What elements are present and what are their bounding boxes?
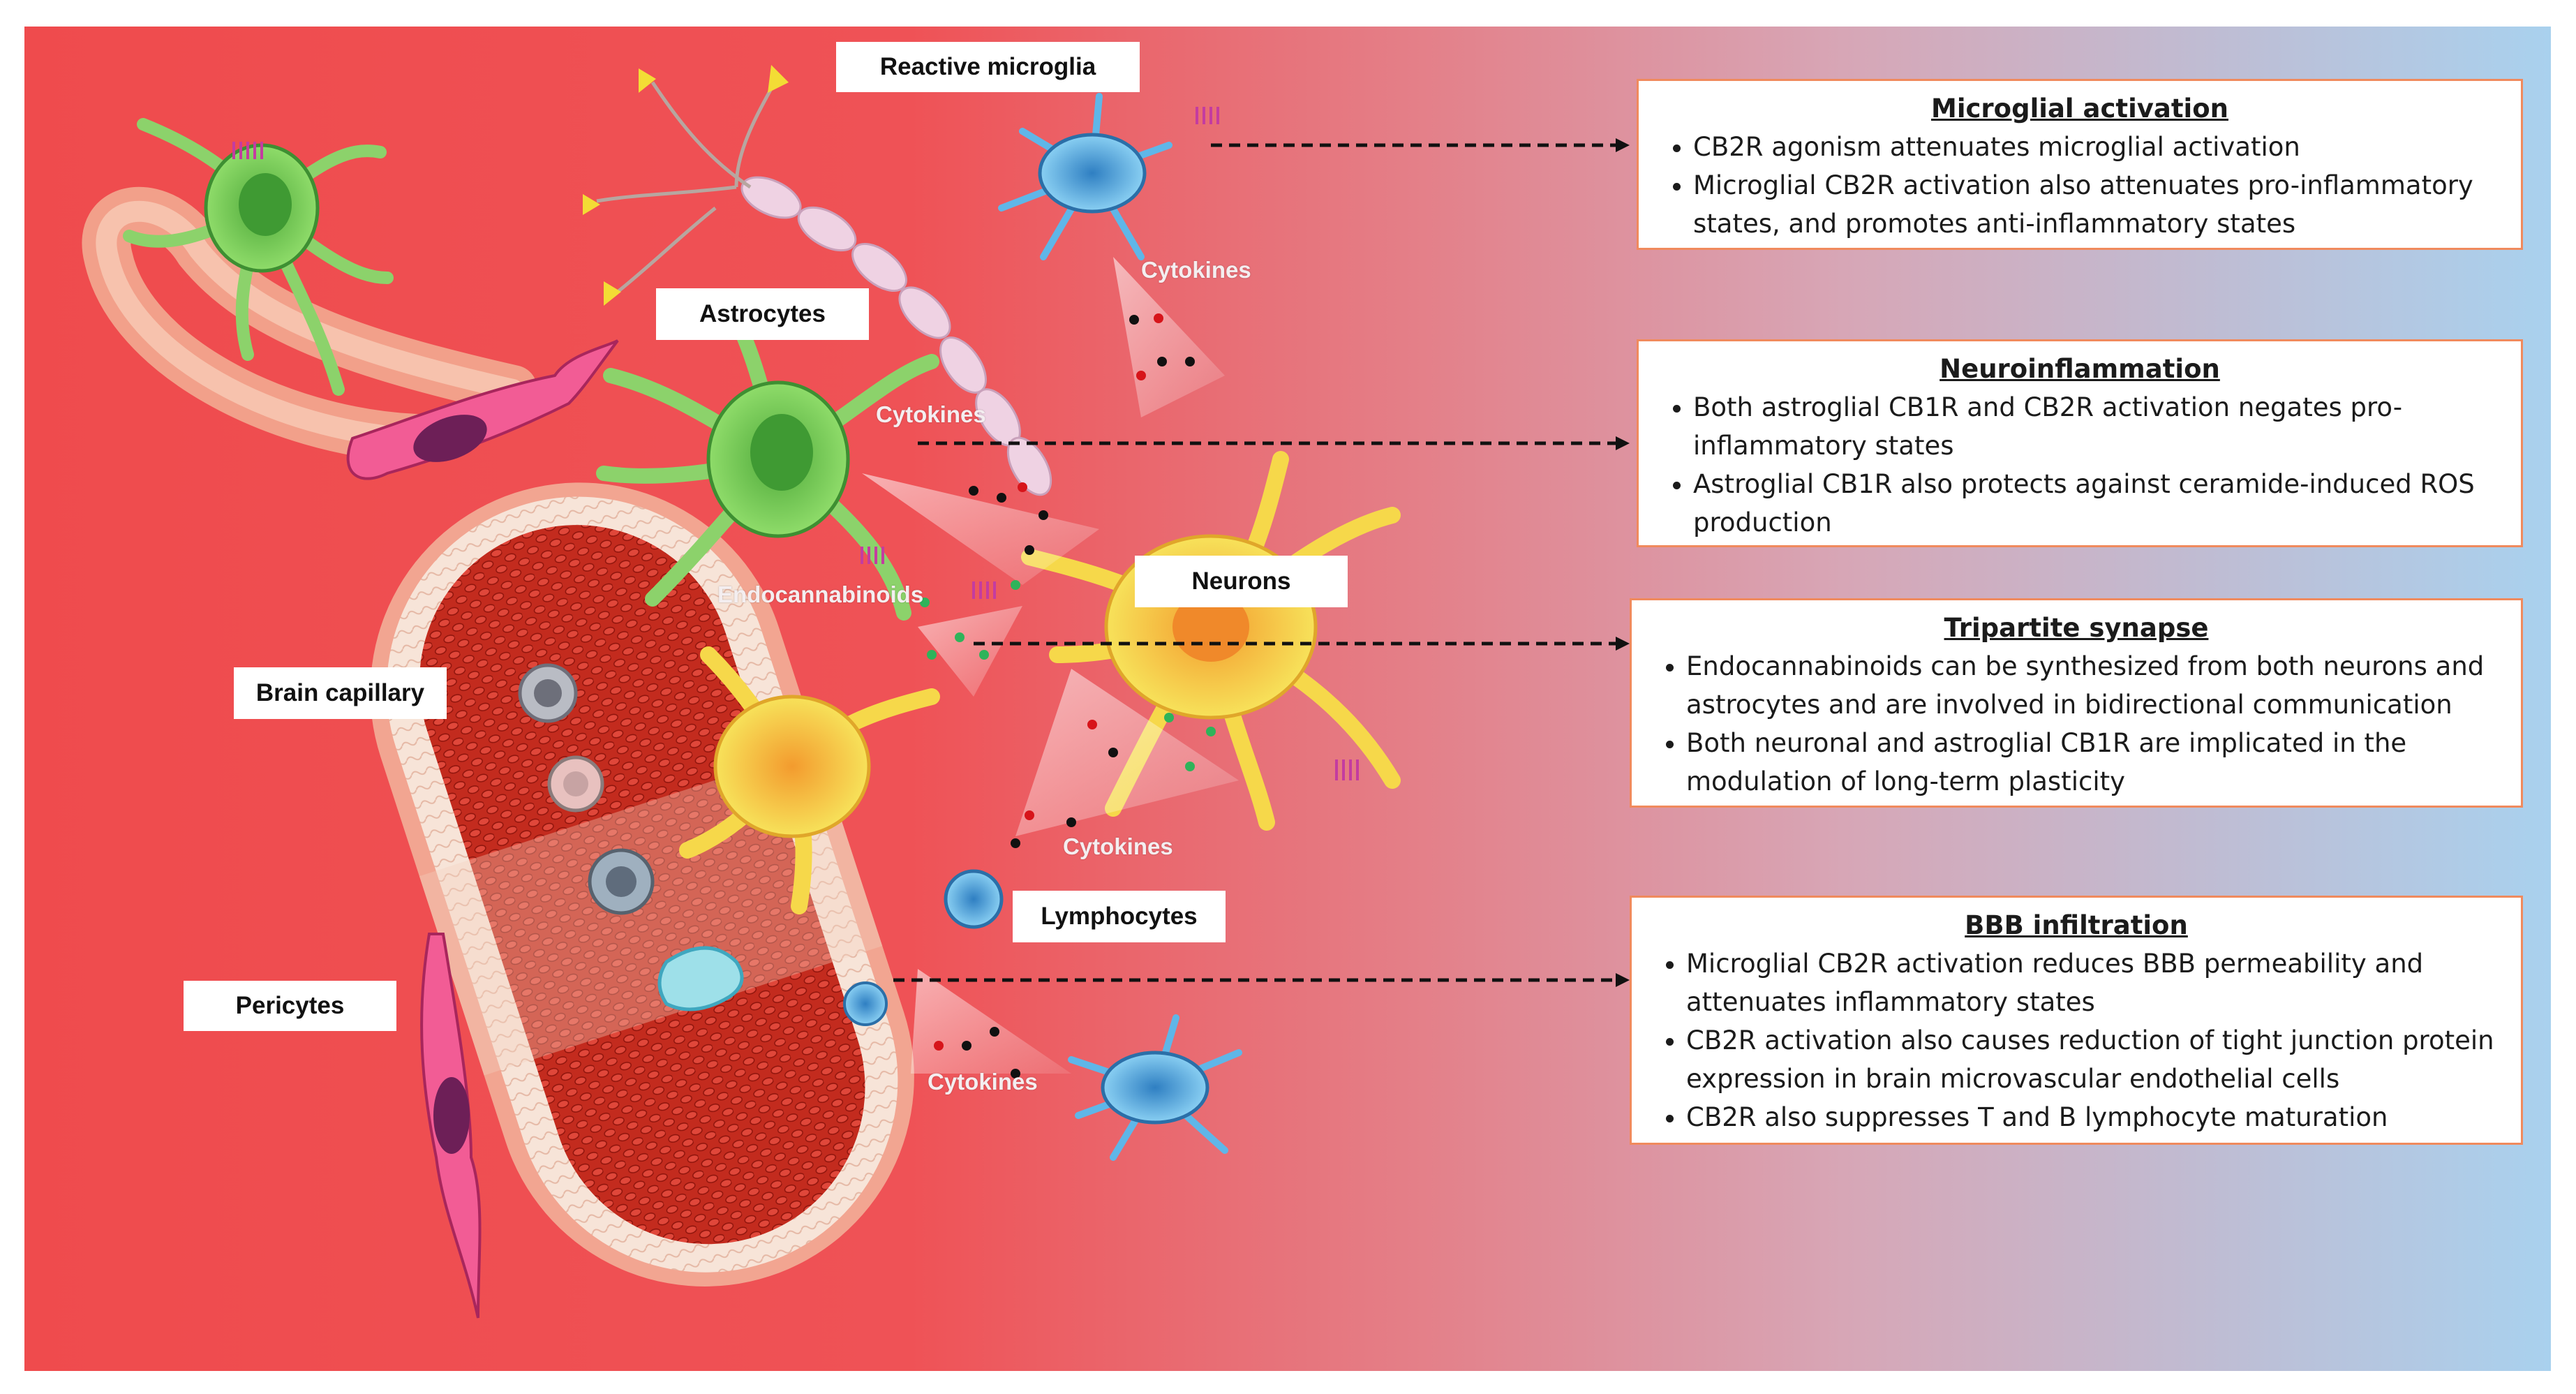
panel-bullet: Endocannabinoids can be synthesized from…	[1686, 647, 2500, 724]
panel-bullet: Astroglial CB1R also protects against ce…	[1693, 465, 2500, 542]
label-lymphocytes: Lymphocytes	[1013, 891, 1226, 942]
label-cytokines-mid: Cytokines	[876, 401, 986, 427]
panel-title: BBB infiltration	[1965, 910, 2188, 940]
panel-bullet: Microglial CB2R activation also attenuat…	[1693, 166, 2500, 243]
panel-title: Tripartite synapse	[1944, 613, 2209, 643]
label-neurons: Neurons	[1135, 556, 1348, 607]
connector-arrows	[893, 143, 1619, 982]
label-pericytes: Pericytes	[184, 981, 396, 1031]
panel-neuroinflammation: Neuroinflammation Both astroglial CB1R a…	[1637, 339, 2523, 547]
label-endocannabinoids: Endocannabinoids	[717, 581, 924, 607]
neuron-left	[679, 646, 940, 914]
cytokine-dots	[934, 313, 1195, 1078]
label-reactive-microglia: Reactive microglia	[836, 42, 1140, 92]
panel-microglial-activation: Microglial activation CB2R agonism atten…	[1637, 79, 2523, 250]
arrow-heads	[1616, 138, 1630, 987]
cell-illustration	[82, 65, 1630, 1319]
label-cytokines-bottom: Cytokines	[928, 1069, 1038, 1095]
microglia-bottom	[1068, 1014, 1242, 1161]
label-brain-capillary: Brain capillary	[234, 667, 447, 719]
panel-bullet: CB2R activation also causes reduction of…	[1686, 1021, 2500, 1098]
panel-bullet: Both astroglial CB1R and CB2R activation…	[1693, 388, 2500, 465]
pericyte-top	[346, 339, 619, 480]
panel-bbb-infiltration: BBB infiltration Microglial CB2R activat…	[1630, 896, 2523, 1145]
panel-bullet: CB2R agonism attenuates microglial activ…	[1693, 128, 2500, 166]
panel-bullet: CB2R also suppresses T and B lymphocyte …	[1686, 1098, 2500, 1136]
leukocytes	[518, 663, 744, 1011]
pericyte-bottom	[420, 933, 482, 1319]
panel-title: Microglial activation	[1931, 94, 2228, 124]
microglia-top	[998, 93, 1172, 260]
lymphocyte-cell	[843, 869, 1004, 1026]
diagram-canvas: Reactive microglia Astrocytes Neurons Br…	[24, 27, 2551, 1371]
label-astrocytes: Astrocytes	[656, 288, 869, 340]
astrocyte-center	[596, 312, 939, 621]
panel-bullet: Both neuronal and astroglial CB1R are im…	[1686, 724, 2500, 801]
panel-title: Neuroinflammation	[1940, 354, 2220, 384]
receptor-glyphs	[232, 107, 1359, 780]
myelinated-axon	[740, 176, 1052, 496]
label-cytokines-top: Cytokines	[1141, 257, 1251, 283]
panel-bullet: Microglial CB2R activation reduces BBB p…	[1686, 944, 2500, 1021]
label-cytokines-lower: Cytokines	[1063, 833, 1173, 859]
endocannabinoid-dots	[920, 580, 1216, 771]
astrocyte-top-left	[123, 118, 394, 396]
panel-tripartite-synapse: Tripartite synapse Endocannabinoids can …	[1630, 598, 2523, 808]
